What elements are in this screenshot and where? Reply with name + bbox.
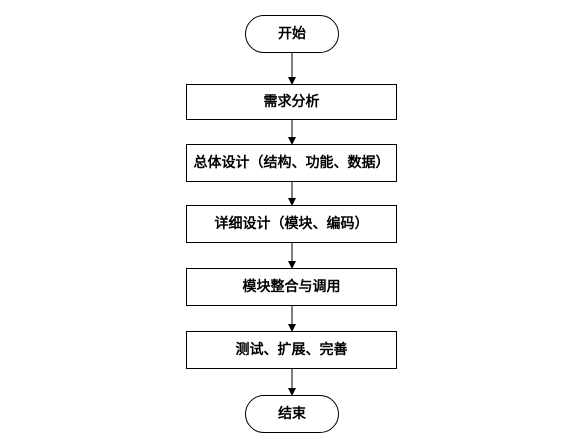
start-label: 开始 (278, 25, 306, 42)
overall-design-label: 总体设计（结构、功能、数据） (193, 154, 390, 171)
overall-design-step: 总体设计（结构、功能、数据） (186, 144, 397, 182)
end-terminal: 结束 (245, 395, 339, 433)
detailed-design-label: 详细设计（模块、编码） (214, 215, 369, 232)
module-integration-label: 模块整合与调用 (242, 278, 341, 295)
detailed-design-step: 详细设计（模块、编码） (186, 205, 397, 243)
test-extend-improve-step: 测试、扩展、完善 (186, 331, 397, 369)
module-integration-step: 模块整合与调用 (186, 268, 397, 306)
requirements-analysis-step: 需求分析 (186, 84, 397, 120)
start-terminal: 开始 (245, 15, 339, 53)
end-label: 结束 (278, 405, 306, 422)
test-extend-improve-label: 测试、扩展、完善 (235, 341, 348, 358)
requirements-analysis-label: 需求分析 (263, 93, 320, 110)
